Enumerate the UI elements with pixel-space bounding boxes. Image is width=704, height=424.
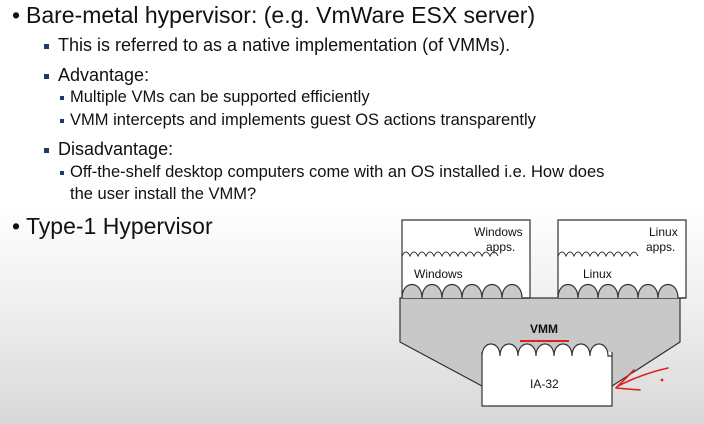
bullet-advantage: Advantage: (58, 65, 150, 85)
linux-app-wave (557, 251, 639, 258)
windows-os-wave (401, 283, 530, 299)
windows-apps-label-1: Windows (474, 225, 523, 239)
annotation-dot (660, 378, 664, 382)
windows-os-label: Windows (414, 267, 463, 281)
hardware-box (481, 352, 613, 407)
windows-app-wave (401, 251, 499, 258)
vmm-label: VMM (530, 322, 558, 336)
linux-os-label: Linux (583, 267, 612, 281)
bullet-square-small (60, 96, 64, 100)
bullet-off-the-shelf-line1: Off-the-shelf desktop computers come wit… (70, 163, 605, 181)
windows-apps-label-2: apps. (486, 240, 515, 254)
bullet-square (44, 74, 49, 79)
linux-apps-label-1: Linux (649, 225, 678, 239)
bullet-square (44, 44, 49, 49)
bullet-square (44, 148, 49, 153)
bullet-disadvantage: Disadvantage: (58, 139, 174, 159)
bullet-native-implementation: This is referred to as a native implemen… (58, 35, 511, 55)
bullet-off-the-shelf-line2: the user install the VMM? (70, 185, 257, 203)
hardware-wave (481, 343, 612, 357)
linux-apps-label-2: apps. (646, 240, 675, 254)
bullet-vmm-intercepts: VMM intercepts and implements guest OS a… (70, 111, 536, 129)
bullet-type1-hypervisor: Type-1 Hypervisor (12, 213, 213, 240)
bullet-multiple-vms: Multiple VMs can be supported efficientl… (70, 88, 370, 106)
linux-os-wave (557, 283, 686, 299)
hardware-label: IA-32 (530, 377, 559, 391)
bullet-square-small (60, 171, 64, 175)
arrow-annotation-icon (615, 367, 669, 391)
bullet-square-small (60, 119, 64, 123)
bullet-bare-metal: Bare-metal hypervisor: (e.g. VmWare ESX … (12, 2, 535, 29)
